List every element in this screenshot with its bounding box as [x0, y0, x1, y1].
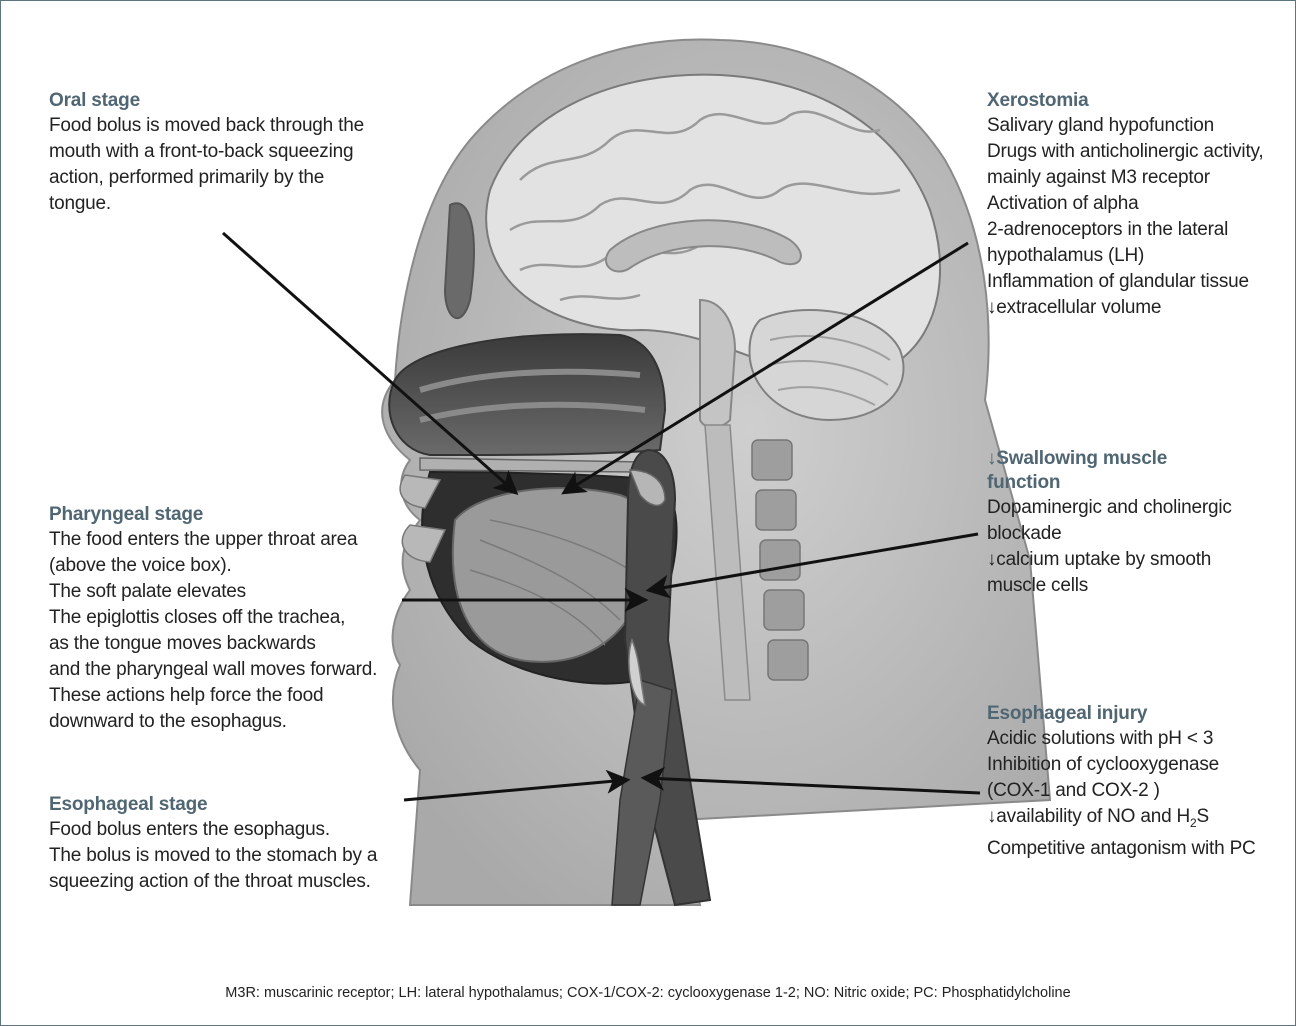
esophageal-stage-block: Esophageal stage Food bolus enters the e…	[49, 793, 377, 895]
xerostomia-line: ↓extracellular volume	[987, 295, 1264, 321]
pharyngeal-stage-line: (above the voice box).	[49, 553, 377, 579]
injury-line-4-suffix: S	[1197, 806, 1209, 827]
oral-stage-line: Food bolus is moved back through the	[49, 113, 364, 139]
abbreviations-footnote: M3R: muscarinic receptor; LH: lateral hy…	[0, 985, 1296, 1001]
injury-line-4-text: ↓availability of NO and H	[987, 806, 1190, 827]
swallowing-muscle-line: Dopaminergic and cholinergic	[987, 495, 1232, 521]
esophageal-injury-block: Esophageal injury Acidic solutions with …	[987, 702, 1256, 862]
oral-stage-line: action, performed primarily by the	[49, 165, 364, 191]
pharyngeal-stage-line: downward to the esophagus.	[49, 709, 377, 735]
swallowing-muscle-heading-cont: function	[987, 471, 1232, 495]
xerostomia-line: 2-adrenoceptors in the lateral	[987, 217, 1264, 243]
pharyngeal-stage-line: These actions help force the food	[49, 683, 377, 709]
oral-stage-heading: Oral stage	[49, 89, 364, 113]
pharyngeal-stage-heading: Pharyngeal stage	[49, 503, 377, 527]
xerostomia-heading: Xerostomia	[987, 89, 1264, 113]
swallowing-muscle-line: muscle cells	[987, 573, 1232, 599]
xerostomia-block: Xerostomia Salivary gland hypofunction D…	[987, 89, 1264, 321]
esophageal-stage-line: squeezing action of the throat muscles.	[49, 869, 377, 895]
xerostomia-line: Activation of alpha	[987, 191, 1264, 217]
pharyngeal-stage-line: and the pharyngeal wall moves forward.	[49, 657, 377, 683]
esophageal-injury-line: (COX-1 and COX-2 )	[987, 778, 1256, 804]
oral-stage-line: mouth with a front-to-back squeezing	[49, 139, 364, 165]
xerostomia-line: Salivary gland hypofunction	[987, 113, 1264, 139]
esophageal-injury-line: Competitive antagonism with PC	[987, 836, 1256, 862]
xerostomia-line: Inflammation of glandular tissue	[987, 269, 1264, 295]
pharyngeal-stage-block: Pharyngeal stage The food enters the upp…	[49, 503, 377, 735]
xerostomia-line: mainly against M3 receptor	[987, 165, 1264, 191]
esophageal-injury-line: Acidic solutions with pH < 3	[987, 726, 1256, 752]
esophageal-injury-line: Inhibition of cyclooxygenase	[987, 752, 1256, 778]
swallowing-muscle-line: ↓calcium uptake by smooth	[987, 547, 1232, 573]
xerostomia-line: Drugs with anticholinergic activity,	[987, 139, 1264, 165]
swallowing-muscle-line: blockade	[987, 521, 1232, 547]
xerostomia-line: hypothalamus (LH)	[987, 243, 1264, 269]
swallowing-muscle-heading: ↓Swallowing muscle	[987, 447, 1232, 471]
swallowing-muscle-block: ↓Swallowing muscle function Dopaminergic…	[987, 447, 1232, 599]
esophageal-injury-heading: Esophageal injury	[987, 702, 1256, 726]
pharyngeal-stage-line: as the tongue moves backwards	[49, 631, 377, 657]
pharyngeal-stage-line: The epiglottis closes off the trachea,	[49, 605, 377, 631]
esophageal-injury-line: ↓availability of NO and H2S	[987, 804, 1256, 836]
pharyngeal-stage-line: The food enters the upper throat area	[49, 527, 377, 553]
oral-stage-line: tongue.	[49, 191, 364, 217]
pharyngeal-stage-line: The soft palate elevates	[49, 579, 377, 605]
esophageal-stage-line: The bolus is moved to the stomach by a	[49, 843, 377, 869]
esophageal-stage-line: Food bolus enters the esophagus.	[49, 817, 377, 843]
esophageal-stage-heading: Esophageal stage	[49, 793, 377, 817]
frontal-sinus	[445, 203, 474, 318]
oral-stage-block: Oral stage Food bolus is moved back thro…	[49, 89, 364, 217]
